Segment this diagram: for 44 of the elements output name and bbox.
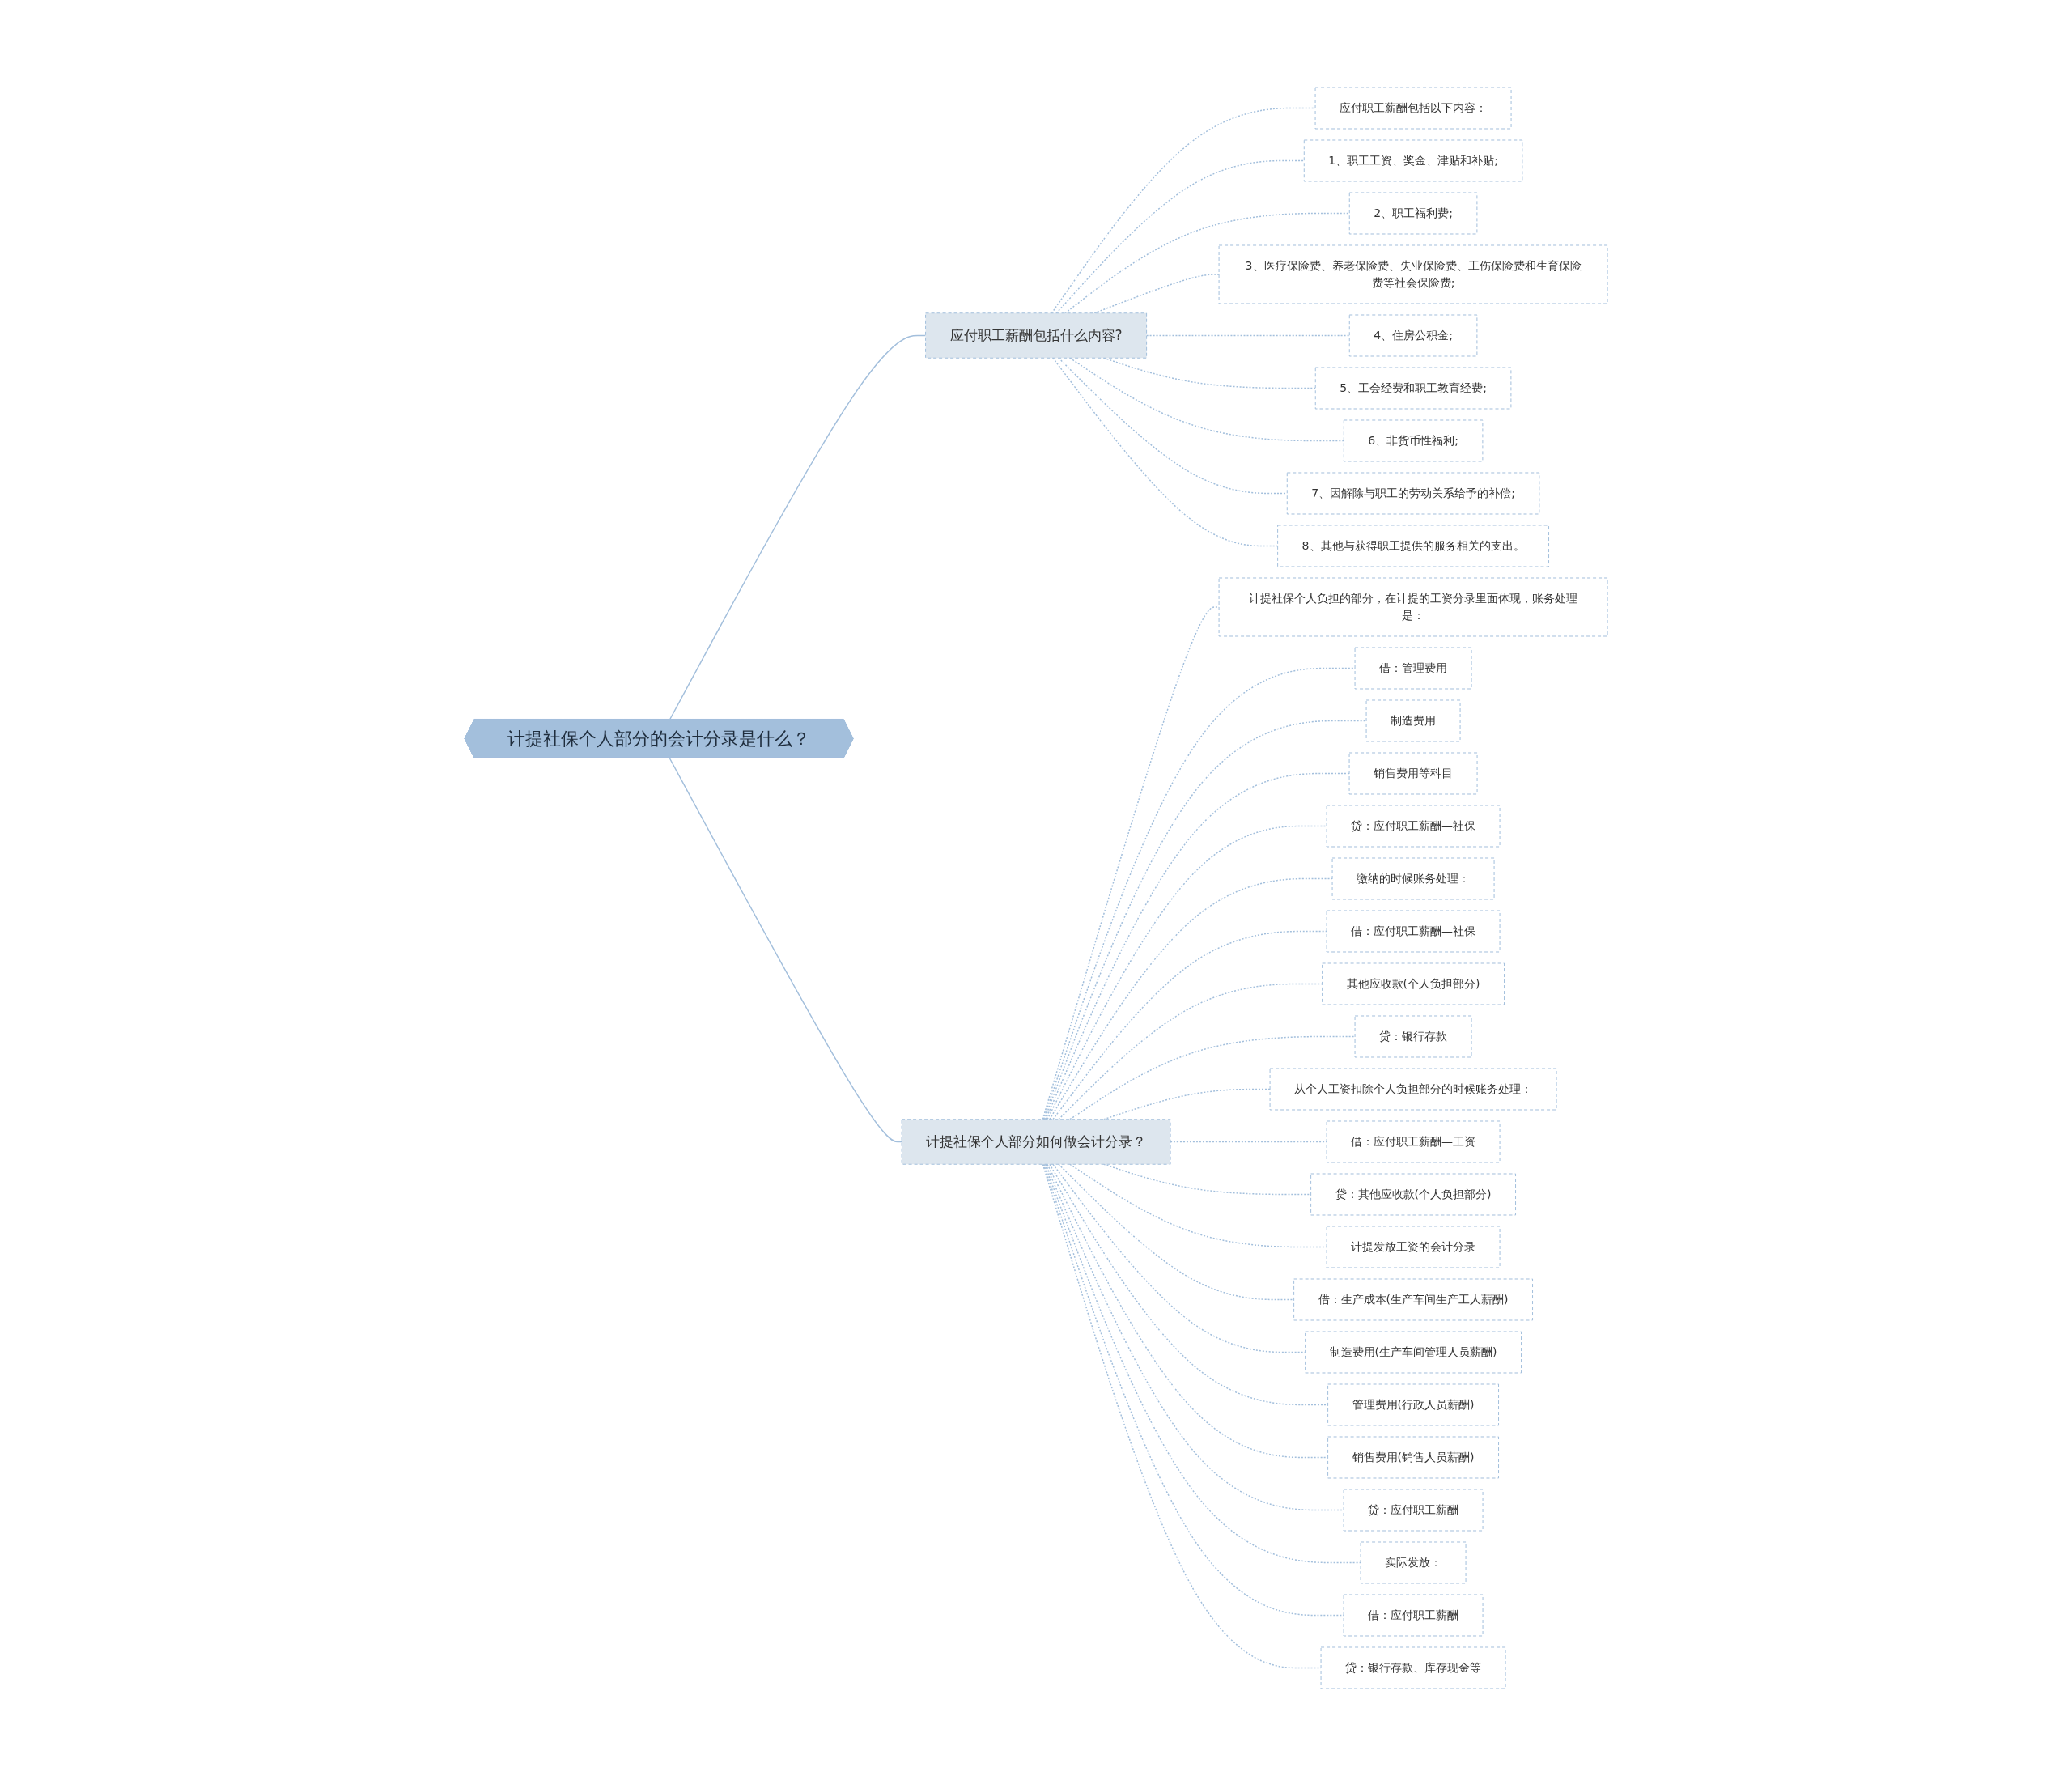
connector — [1055, 159, 1305, 314]
connector — [1052, 357, 1279, 547]
connector — [1045, 1163, 1344, 1511]
node-box: 贷：银行存款 — [1354, 1015, 1472, 1058]
node-box: 借：应付职工薪酬—工资 — [1326, 1120, 1501, 1163]
node-box: 贷：其他应收款(个人负担部分) — [1310, 1173, 1516, 1216]
node-box: 其他应收款(个人负担部分) — [1322, 962, 1505, 1005]
node-box: 4、住房公积金; — [1348, 314, 1478, 357]
node-box: 实际发放： — [1360, 1541, 1467, 1584]
node-box: 计提发放工资的会计分录 — [1326, 1226, 1501, 1268]
connector — [669, 758, 902, 1143]
connector — [1047, 825, 1327, 1120]
node-box: 借：应付职工薪酬 — [1343, 1594, 1484, 1637]
node-box: 从个人工资扣除个人负担部分的时候账务处理： — [1269, 1068, 1557, 1111]
node-box: 制造费用(生产车间管理人员薪酬) — [1305, 1331, 1522, 1374]
node-box: 借：管理费用 — [1354, 647, 1472, 690]
node-box: 借：生产成本(生产车间生产工人薪酬) — [1293, 1278, 1533, 1321]
node-box: 制造费用 — [1365, 699, 1461, 742]
node-box: 3、医疗保险费、养老保险费、失业保险费、工伤保险费和生育保险费等社会保险费; — [1218, 244, 1608, 304]
node-box: 贷：应付职工薪酬—社保 — [1326, 805, 1501, 848]
connector — [1051, 107, 1316, 314]
connector — [1042, 606, 1220, 1120]
node-box: 借：应付职工薪酬—社保 — [1326, 910, 1501, 953]
node-box: 计提社保个人负担的部分，在计提的工资分录里面体现，账务处理是： — [1218, 577, 1608, 637]
node-box: 6、非货币性福利; — [1343, 419, 1484, 462]
node-box: 1、职工工资、奖金、津贴和补贴; — [1303, 139, 1523, 182]
node-box: 缴纳的时候账务处理： — [1331, 857, 1495, 900]
connector — [1058, 357, 1288, 495]
node-box: 计提社保个人部分如何做会计分录？ — [901, 1119, 1171, 1165]
node-box: 管理费用(行政人员薪酬) — [1327, 1383, 1499, 1426]
node-box: 5、工会经费和职工教育经费; — [1314, 367, 1512, 410]
connector — [1042, 1163, 1344, 1617]
node-box: 销售费用(销售人员薪酬) — [1327, 1436, 1499, 1479]
node-box: 贷：应付职工薪酬 — [1343, 1489, 1484, 1532]
node-box: 应付职工薪酬包括什么内容? — [925, 312, 1148, 359]
node-box: 7、因解除与职工的劳动关系给予的补偿; — [1286, 472, 1540, 515]
connector — [1145, 334, 1350, 337]
connector — [669, 334, 927, 720]
node-box: 贷：银行存款、库存现金等 — [1320, 1646, 1506, 1689]
connector — [1045, 772, 1350, 1120]
node-box: 销售费用等科目 — [1348, 752, 1478, 795]
node-box: 2、职工福利费; — [1348, 192, 1478, 235]
node-box: 8、其他与获得职工提供的服务相关的支出。 — [1277, 525, 1549, 567]
node-box: 应付职工薪酬包括以下内容： — [1314, 87, 1512, 130]
